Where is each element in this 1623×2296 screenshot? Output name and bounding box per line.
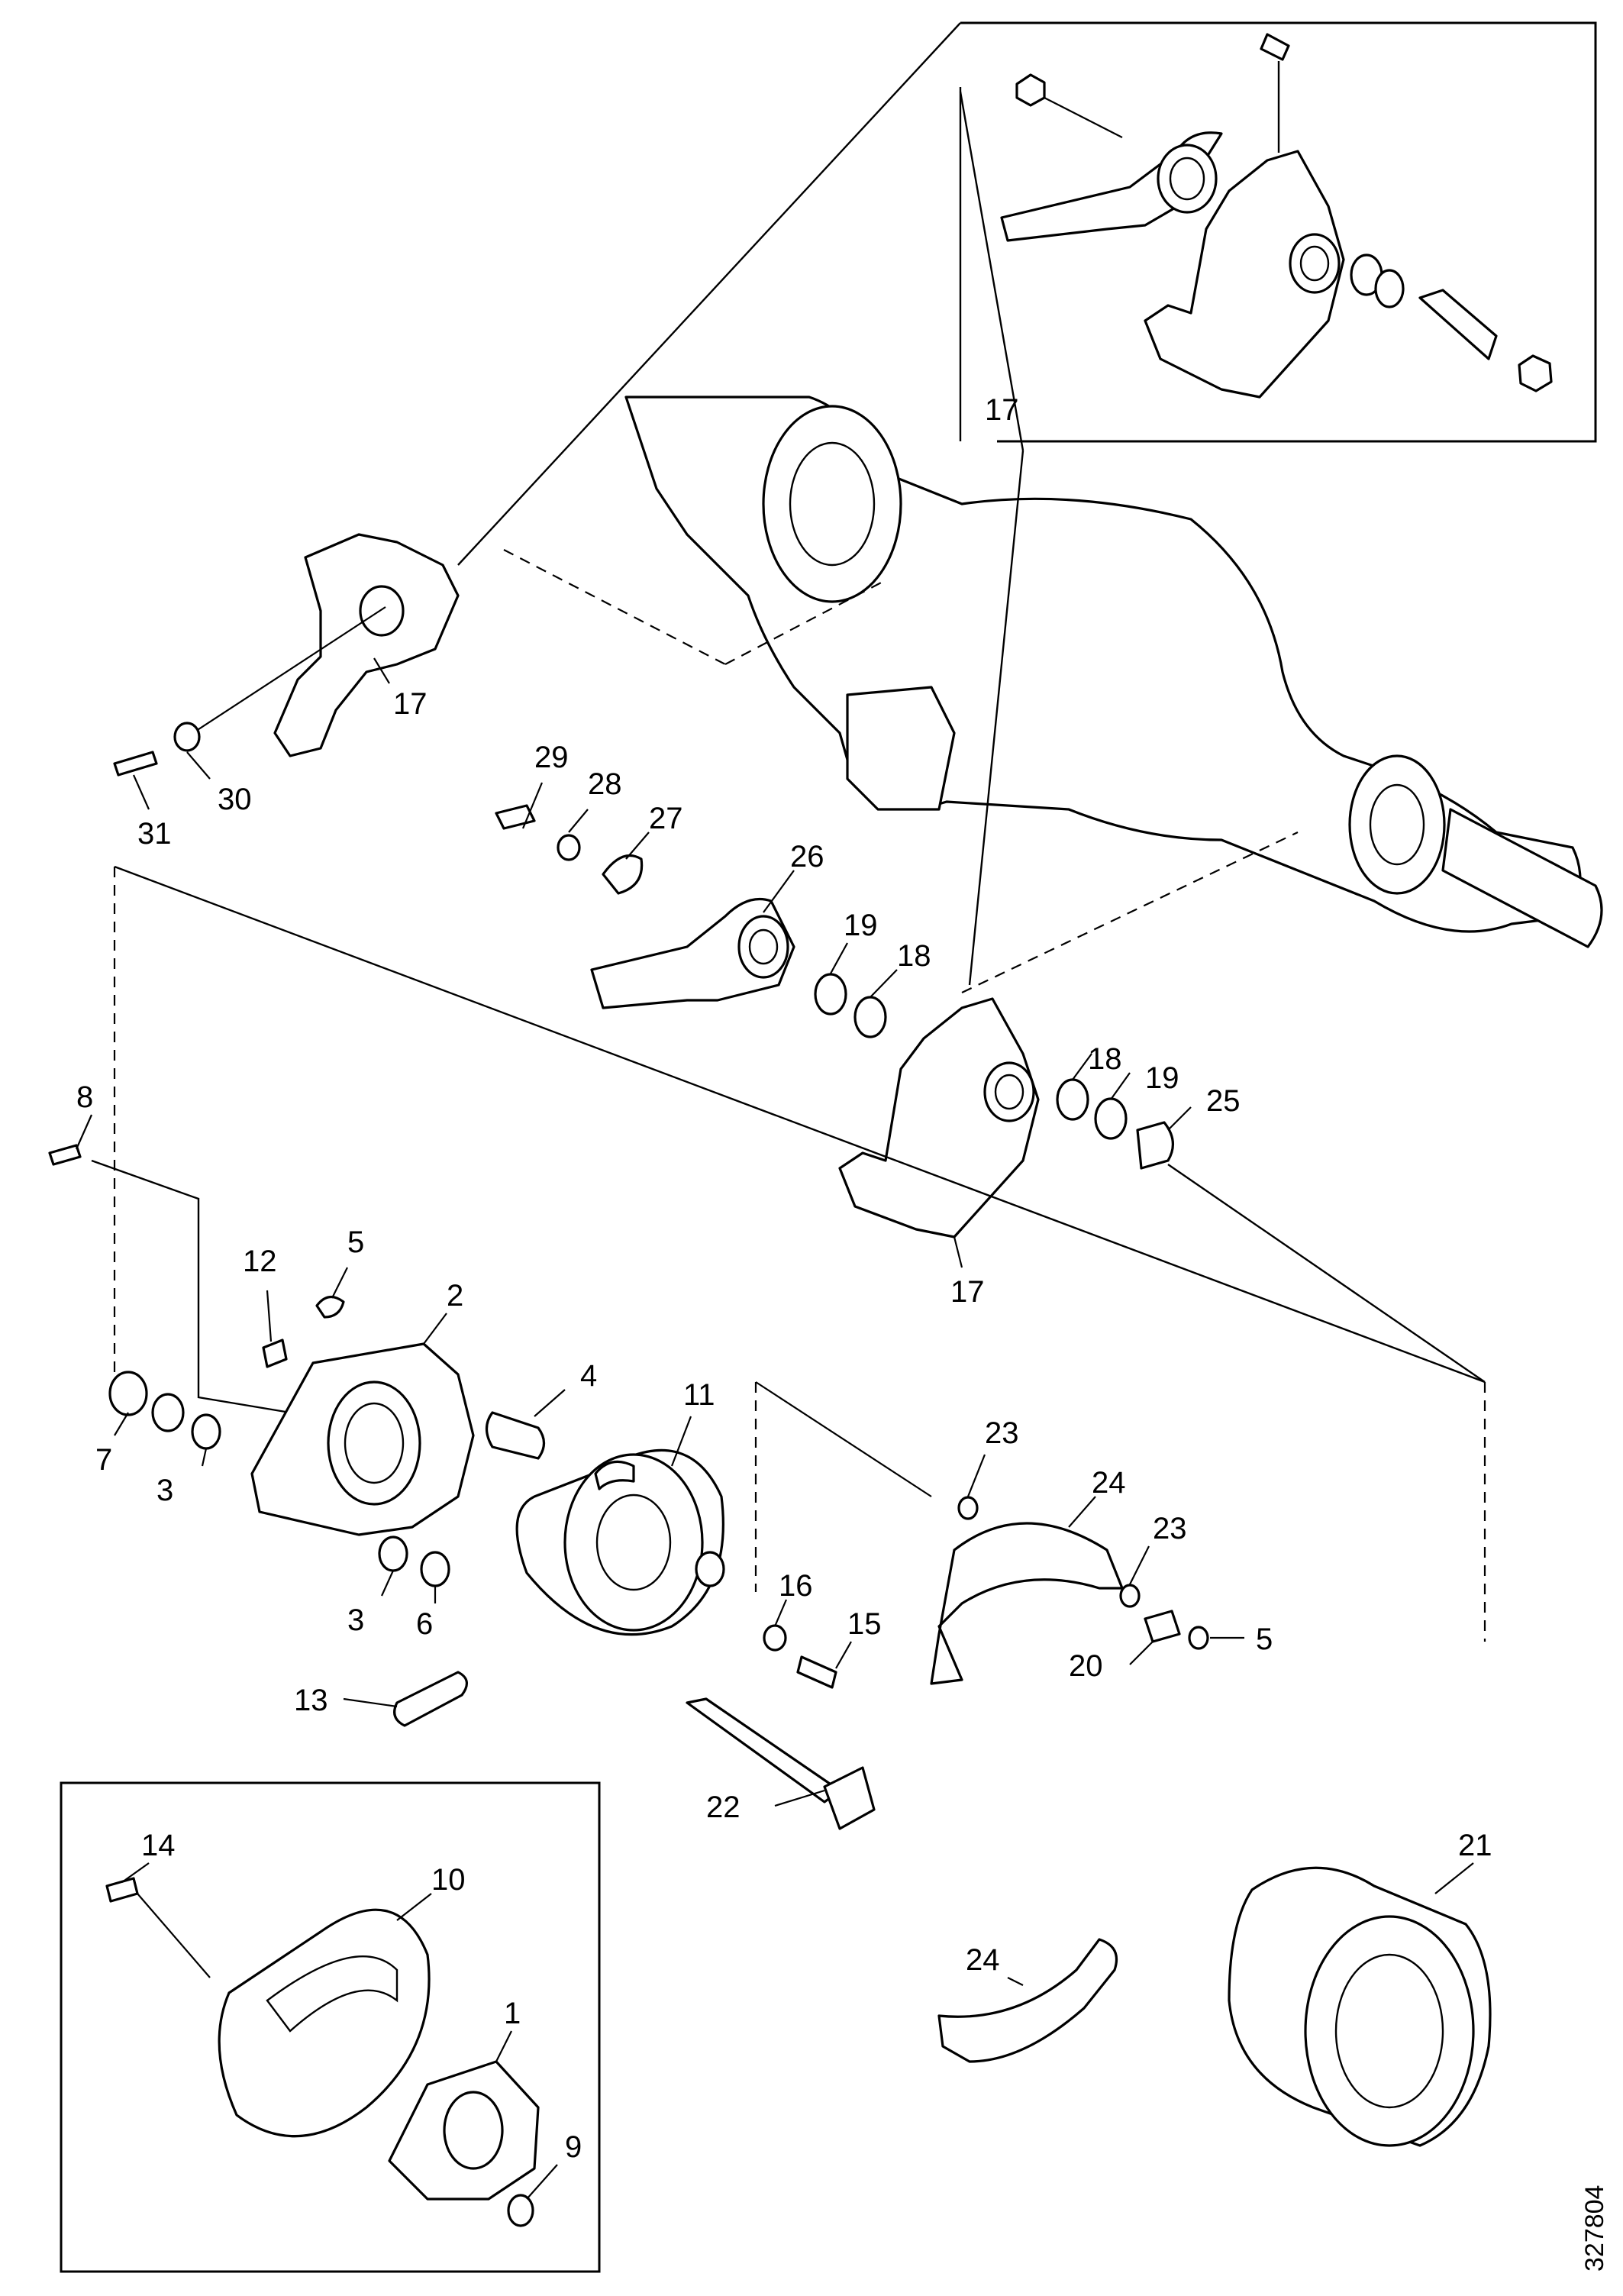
label-17-top: 17: [985, 393, 1019, 427]
detail-inset-top-right: [457, 21, 1597, 566]
label-26: 26: [790, 840, 824, 874]
callout-leaders: [75, 657, 1474, 2200]
label-17-left: 17: [393, 687, 428, 721]
label-19-upper: 19: [844, 909, 878, 942]
label-30: 30: [218, 783, 252, 816]
label-19-lower: 19: [1145, 1061, 1179, 1095]
brake-bracket-middle: [838, 91, 1299, 1238]
brake-drum: [1228, 1866, 1492, 2147]
label-4: 4: [580, 1359, 597, 1393]
label-10: 10: [431, 1863, 466, 1897]
label-12: 12: [243, 1245, 277, 1278]
label-5-lower: 5: [1256, 1623, 1273, 1656]
label-28: 28: [588, 767, 622, 801]
brake-shoe-lower: [937, 1938, 1118, 2063]
label-8: 8: [76, 1080, 93, 1114]
label-24-lower: 24: [966, 1943, 1000, 1977]
brake-shoe-upper: [930, 1496, 1209, 1685]
label-13: 13: [294, 1684, 328, 1717]
label-23-upper: 23: [985, 1416, 1019, 1450]
label-7: 7: [95, 1443, 112, 1477]
label-20: 20: [1069, 1649, 1103, 1683]
label-5-upper: 5: [347, 1226, 364, 1259]
slack-adjuster-group: [495, 804, 887, 1038]
label-1: 1: [504, 1997, 521, 2030]
label-31: 31: [137, 817, 172, 851]
label-29: 29: [534, 741, 569, 774]
camshaft-bracket-group: [48, 1144, 546, 1587]
label-6: 6: [416, 1607, 433, 1641]
label-17-middle: 17: [950, 1275, 985, 1309]
label-3-lower: 3: [347, 1603, 364, 1637]
label-14: 14: [141, 1829, 176, 1862]
label-18-lower: 18: [1088, 1042, 1122, 1076]
label-27: 27: [649, 802, 683, 835]
label-3-upper: 3: [156, 1474, 173, 1507]
figure-number: 327804: [1580, 2185, 1609, 2272]
label-9: 9: [565, 2130, 582, 2164]
label-18-upper: 18: [897, 939, 931, 973]
label-22: 22: [706, 1791, 741, 1824]
axle-housing: [624, 396, 1603, 948]
label-25: 25: [1206, 1084, 1241, 1118]
label-11: 11: [683, 1378, 715, 1412]
dust-shield-group: [393, 1448, 837, 1727]
brake-bracket-upper-left: [113, 533, 886, 777]
label-16: 16: [779, 1569, 813, 1603]
part-labels: 17 17 17 31 30 29 28 27 26 19 18 18 19 2…: [76, 393, 1492, 2164]
detail-inset-bottom-left: [60, 1781, 601, 2273]
camshaft: [686, 1697, 876, 1830]
label-23-lower: 23: [1153, 1512, 1187, 1545]
label-21: 21: [1458, 1829, 1492, 1862]
label-2: 2: [447, 1279, 463, 1313]
label-15: 15: [847, 1607, 882, 1641]
assembly-lines: [91, 865, 1486, 1642]
label-24-upper: 24: [1092, 1466, 1126, 1500]
